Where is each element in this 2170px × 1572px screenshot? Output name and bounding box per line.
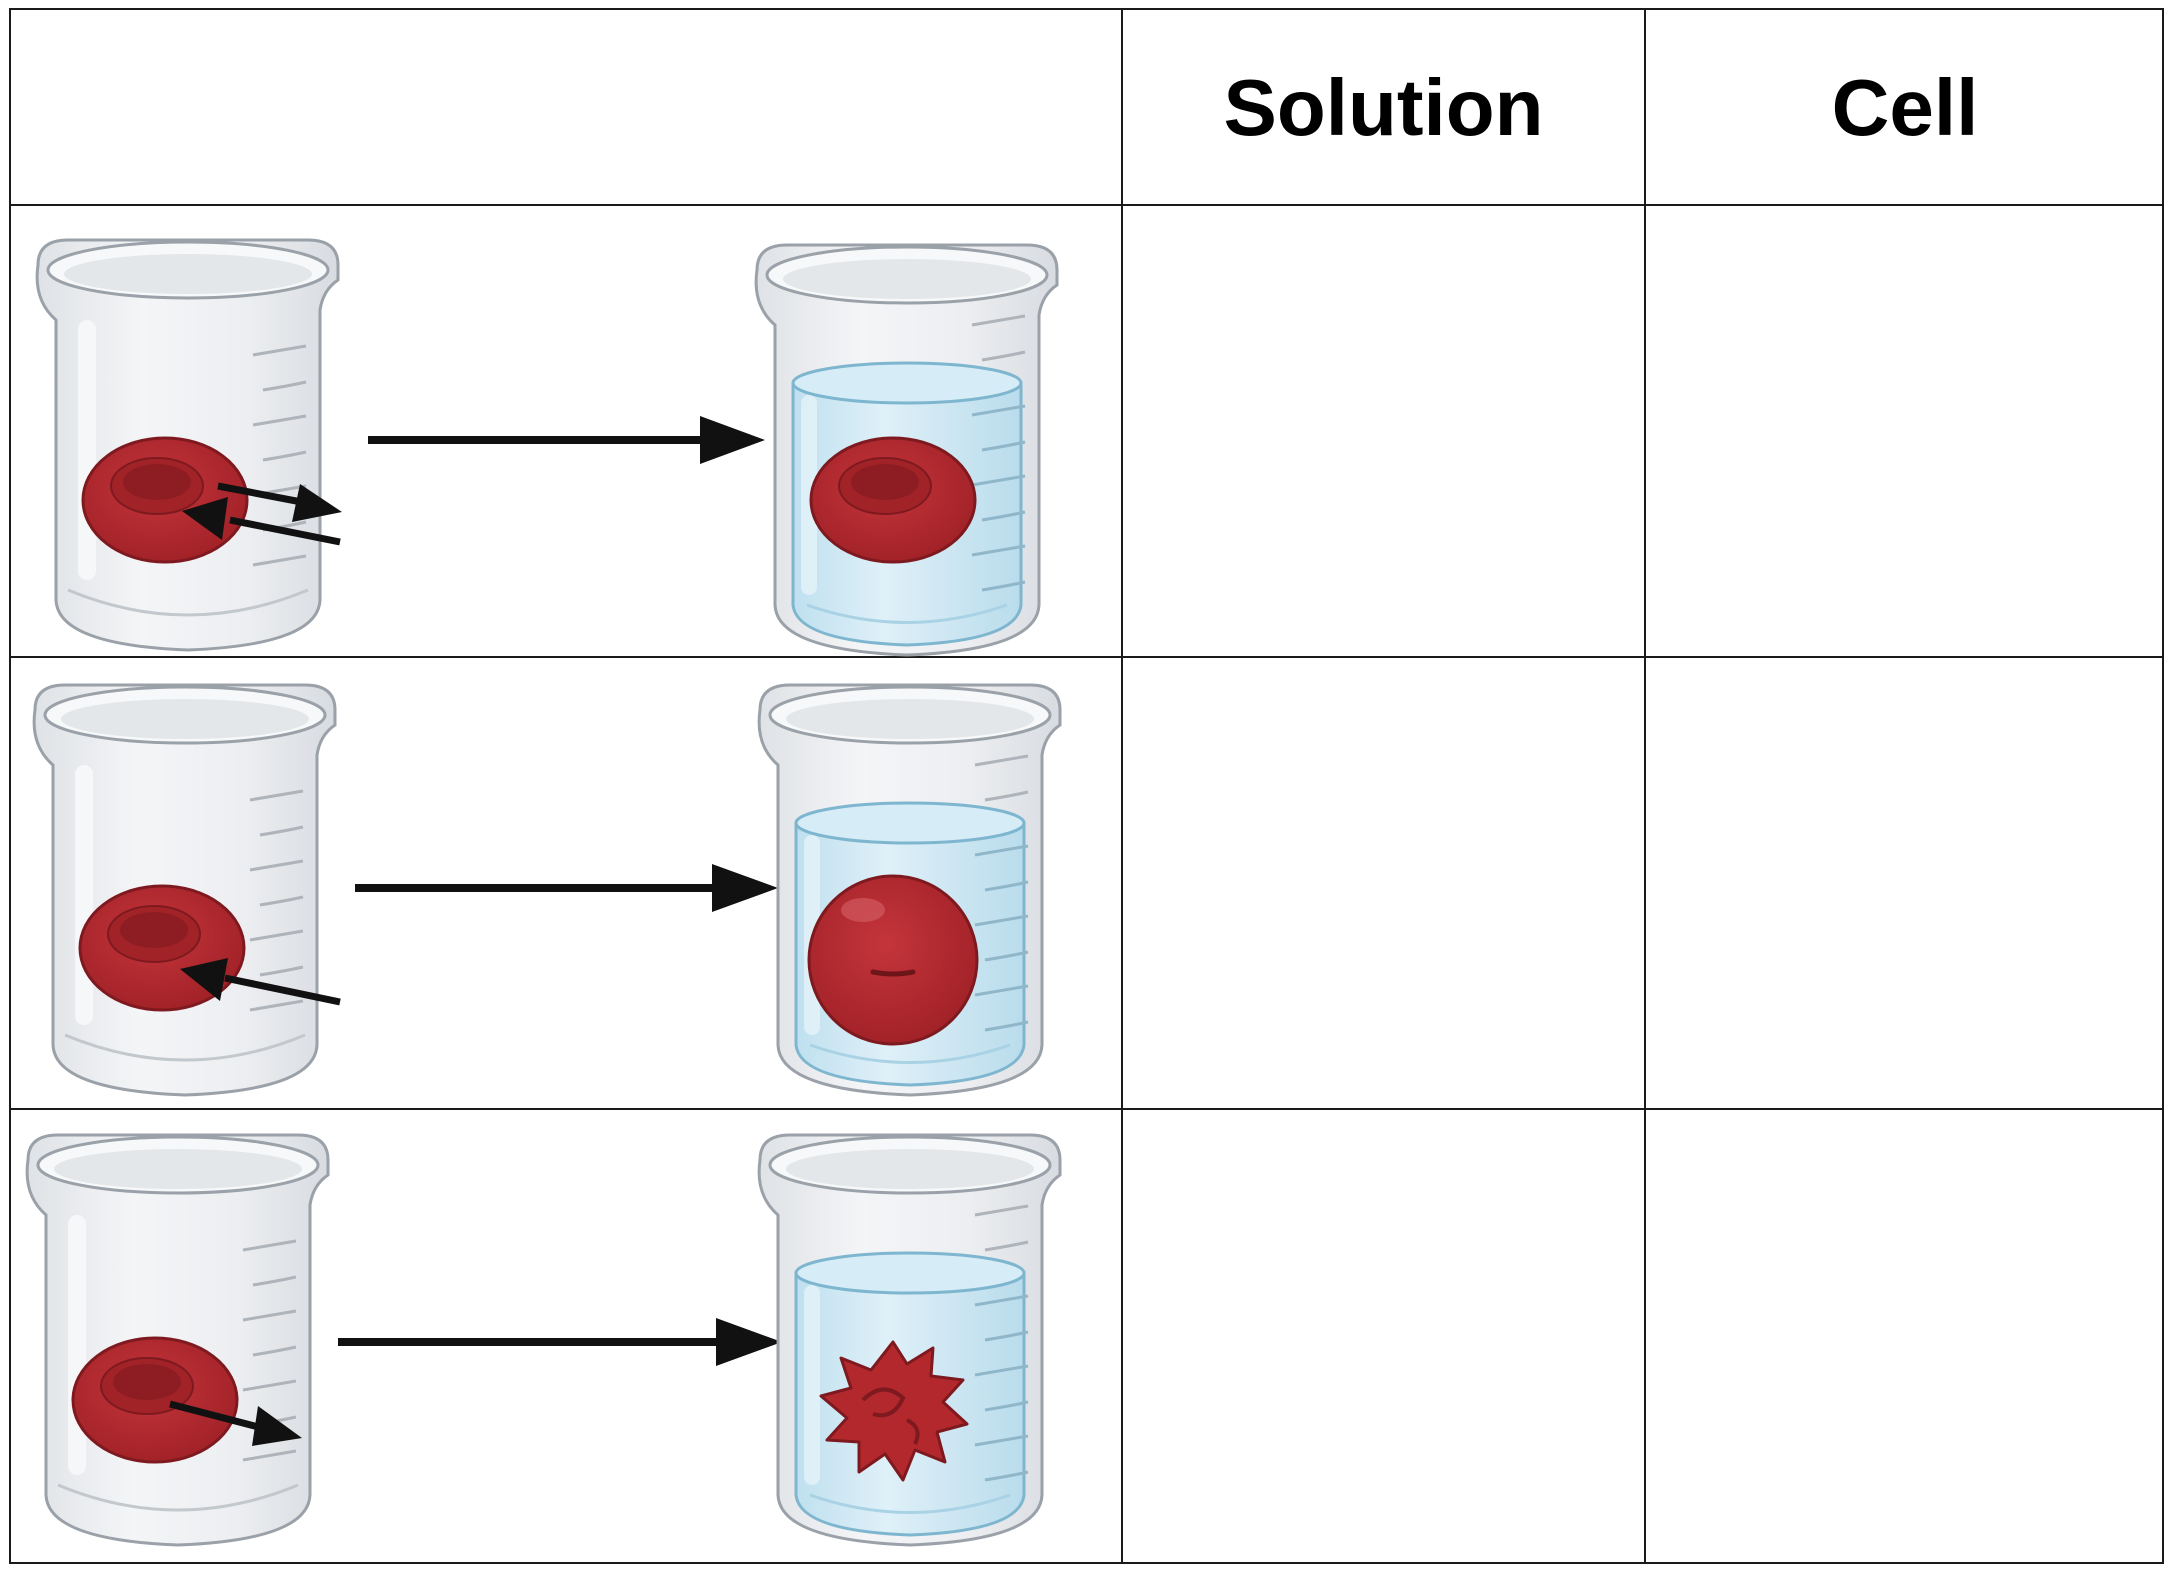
column-divider (1121, 10, 1123, 1562)
row-1-cell-cell[interactable] (1646, 206, 2164, 656)
row-3-solution-cell[interactable] (1123, 1110, 1644, 1564)
header-cell: Cell (1831, 63, 1979, 152)
row-1-solution-cell[interactable] (1123, 206, 1644, 656)
row-2-cell-cell[interactable] (1646, 658, 2164, 1108)
osmosis-table: Solution Cell (9, 8, 2164, 1564)
row-3-cell-cell[interactable] (1646, 1110, 2164, 1564)
row-divider (11, 1108, 2162, 1110)
row-divider (11, 204, 2162, 206)
row-divider (11, 656, 2162, 658)
column-divider (1644, 10, 1646, 1562)
header-blank (11, 10, 1121, 206)
row-2-solution-cell[interactable] (1123, 658, 1644, 1108)
header-solution: Solution (1223, 63, 1544, 152)
